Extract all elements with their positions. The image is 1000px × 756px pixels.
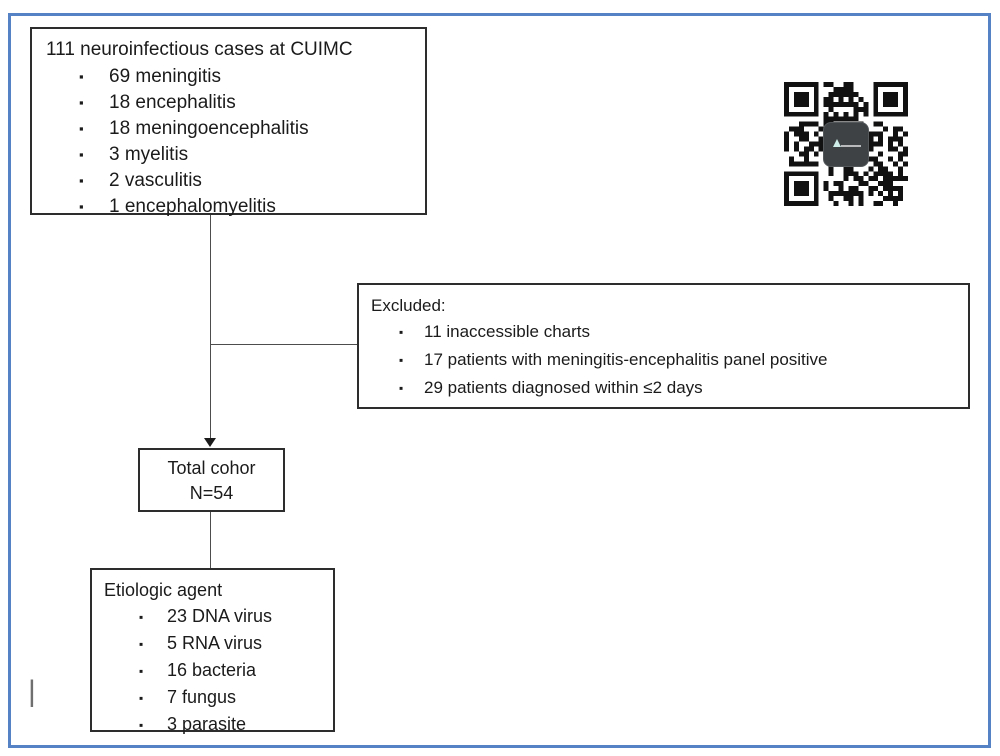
bullet-icon: ▪ (139, 718, 144, 732)
bullet-icon: ▪ (399, 325, 404, 339)
list-item-text: 3 parasite (167, 714, 247, 734)
list-item-text: 5 RNA virus (167, 633, 263, 653)
bullet-icon: ▪ (79, 95, 84, 110)
list-item: ▪ 3 parasite (139, 711, 327, 738)
list-item-text: 16 bacteria (167, 660, 257, 680)
total-cohort-n: N=54 (189, 483, 234, 503)
list-item-text: 69 meningitis (109, 66, 221, 87)
list-item: ▪ 2 vasculitis (79, 168, 415, 194)
bullet-icon: ▪ (139, 610, 144, 624)
bullet-icon: ▪ (139, 691, 144, 705)
text-cursor: | (28, 675, 36, 708)
list-item: ▪ 29 patients diagnosed within ≤2 days (399, 374, 960, 402)
qr-code (784, 82, 908, 206)
list-item-text: 18 encephalitis (109, 92, 236, 113)
bullet-icon: ▪ (79, 121, 84, 136)
list-item: ▪ 7 fungus (139, 684, 327, 711)
excluded-box-title: Excluded: (371, 296, 446, 315)
bullet-icon: ▪ (139, 664, 144, 678)
etiologic-agent-box: Etiologic agent ▪ 23 DNA virus ▪ 5 RNA vir… (90, 568, 335, 734)
bullet-icon: ▪ (139, 637, 144, 651)
total-cohort-label: Total cohor (167, 458, 256, 478)
list-item: ▪ 5 RNA virus (139, 630, 327, 657)
connector-branch-to-excluded (211, 344, 357, 345)
bullet-icon: ▪ (79, 199, 84, 214)
qr-center-logo (823, 122, 869, 167)
list-item-text: 7 fungus (167, 687, 237, 707)
list-item: ▪ 16 bacteria (139, 657, 327, 684)
list-item-text: 3 myelitis (109, 144, 189, 165)
etiologic-box-title: Etiologic agent (104, 580, 223, 600)
list-item: ▪ 3 myelitis (79, 142, 415, 168)
list-item-text: 29 patients diagnosed within ≤2 days (424, 378, 703, 397)
bullet-icon: ▪ (399, 353, 404, 367)
cohort-box-title: 111 neuroinfectious cases at CUIMC (46, 39, 353, 60)
list-item-text: 1 encephalomyelitis (109, 196, 276, 217)
bullet-icon: ▪ (79, 173, 84, 188)
list-item: ▪ 69 meningitis (79, 64, 415, 90)
bullet-icon: ▪ (79, 147, 84, 162)
bullet-icon: ▪ (79, 69, 84, 84)
list-item: ▪ 18 encephalitis (79, 90, 415, 116)
cohort-box: 111 neuroinfectious cases at CUIMC ▪ 69 m… (30, 27, 427, 217)
excluded-box: Excluded: ▪ 11 inaccessible charts ▪ 17 pa… (357, 283, 970, 409)
logo-underline (841, 145, 861, 147)
arrowhead-down-icon (204, 438, 216, 447)
total-cohort-box: Total cohor N=54 (138, 448, 285, 512)
list-item-text: 11 inaccessible charts (424, 322, 590, 341)
connector-total-to-etiologic (210, 512, 211, 568)
list-item-text: 18 meningoencephalitis (109, 118, 309, 139)
list-item-text: 2 vasculitis (109, 170, 202, 191)
list-item: ▪ 17 patients with meningitis-encephaliti… (399, 346, 960, 374)
bullet-icon: ▪ (399, 381, 404, 395)
list-item: ▪ 23 DNA virus (139, 603, 327, 630)
logo-mark-icon (833, 139, 841, 147)
connector-cohort-to-total (210, 215, 211, 441)
list-item-text: 23 DNA virus (167, 606, 273, 626)
list-item-text: 17 patients with meningitis-encephalitis… (424, 350, 828, 369)
list-item: ▪ 18 meningoencephalitis (79, 116, 415, 142)
list-item: ▪ 11 inaccessible charts (399, 318, 960, 346)
list-item: ▪ 1 encephalomyelitis (79, 194, 415, 220)
